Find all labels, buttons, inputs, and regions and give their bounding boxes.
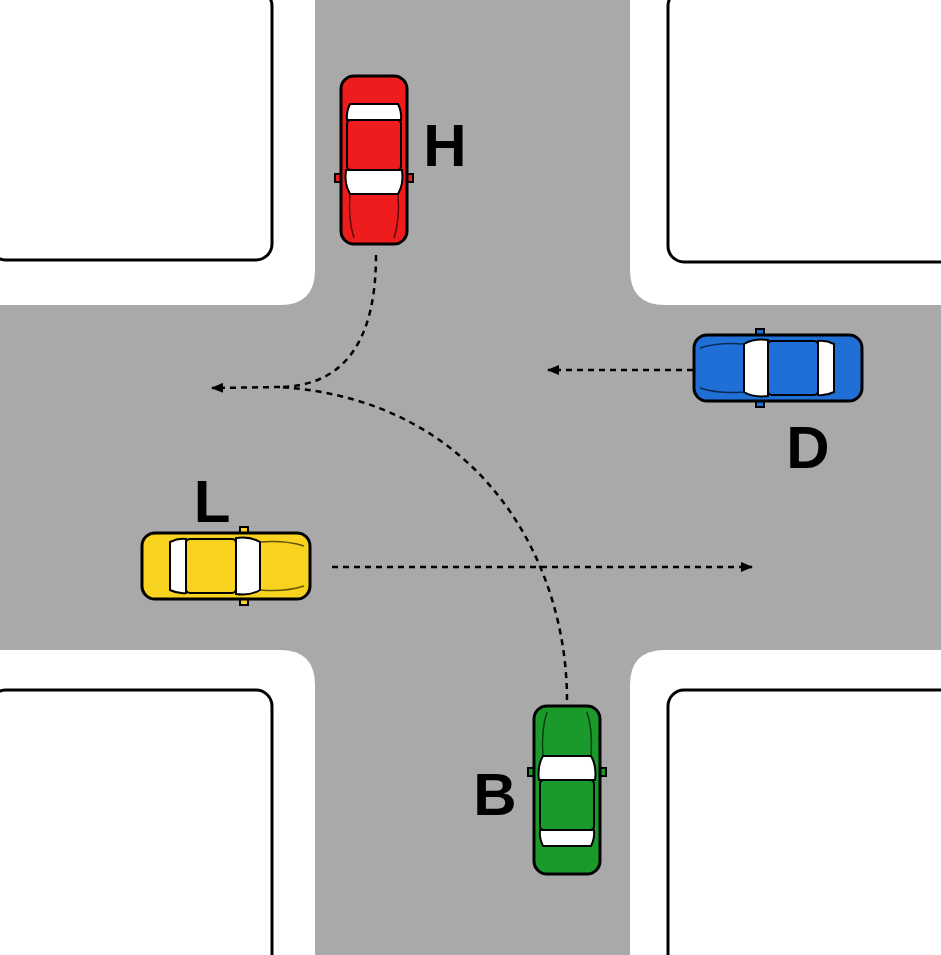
car-rear-window [818, 341, 834, 395]
car [335, 76, 413, 244]
car-rear-window [170, 539, 186, 593]
car-body [341, 76, 407, 244]
car-roof [186, 539, 236, 593]
car [528, 706, 606, 874]
car [142, 527, 310, 605]
car-body [534, 706, 600, 874]
city-block [668, 690, 941, 955]
car-letter: D [786, 418, 829, 478]
car-windshield [236, 538, 260, 595]
car-hood-line [543, 712, 592, 756]
car-hood-line [350, 194, 399, 238]
car-rear-window [540, 830, 594, 846]
car-hood-line [260, 542, 304, 591]
path-arrow [212, 387, 280, 388]
car-hood-line [700, 344, 744, 393]
city-block [0, 0, 272, 260]
car-windshield [346, 170, 403, 194]
car-roof [540, 780, 594, 830]
car-roof [768, 341, 818, 395]
car-body [142, 533, 310, 599]
car-roof [347, 120, 401, 170]
car-rear-window [347, 104, 401, 120]
city-block [0, 690, 272, 955]
city-block [668, 0, 941, 262]
car-windshield [744, 340, 768, 397]
car-letter: L [194, 472, 231, 532]
car-windshield [539, 756, 596, 780]
car-body [694, 335, 862, 401]
car-letter: H [423, 116, 466, 176]
cars [142, 76, 862, 874]
path-arrow [332, 566, 752, 569]
path-arrow [280, 387, 567, 700]
car [694, 329, 862, 407]
path-arrow [280, 255, 376, 387]
car-letter: B [473, 765, 516, 825]
path-arrow [548, 369, 693, 372]
trajectories [212, 255, 752, 700]
